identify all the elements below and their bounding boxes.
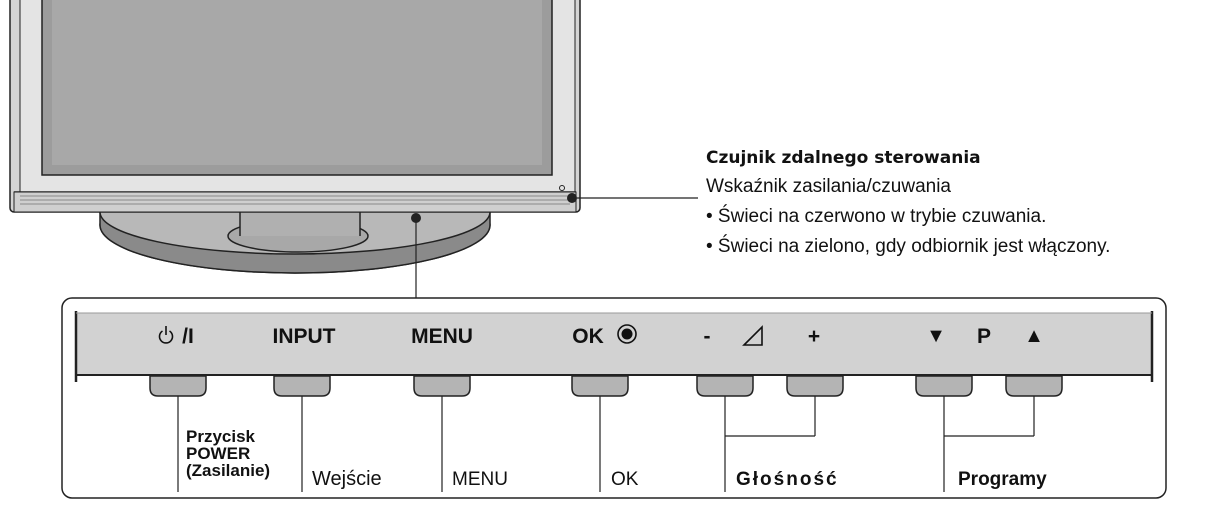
power-icon: [158, 326, 174, 344]
input-description: Wejście: [312, 468, 382, 490]
ok-button-label: OK: [572, 325, 604, 348]
program-p-label: P: [976, 325, 992, 348]
volume-plus-label: +: [807, 325, 821, 348]
volume-minus-label: -: [703, 325, 711, 348]
volume-down-button[interactable]: [696, 375, 754, 397]
program-up-button[interactable]: [1005, 375, 1063, 397]
power-description-line3: (Zasilanie): [186, 461, 271, 480]
program-down-button[interactable]: [915, 375, 973, 397]
ok-indicator-icon: [617, 324, 637, 344]
volume-icon: [742, 325, 763, 346]
power-description-line2: POWER: [186, 444, 251, 463]
button-strip: [76, 313, 1152, 375]
input-button-label: INPUT: [272, 325, 336, 348]
menu-description: MENU: [452, 469, 508, 490]
power-button-label: /I: [182, 325, 194, 348]
tv-body: [9, 0, 581, 223]
power-button[interactable]: [149, 375, 207, 397]
menu-button[interactable]: [413, 375, 471, 397]
volume-description: Głośność: [736, 469, 839, 490]
power-description-line1: Przycisk: [186, 427, 255, 446]
ok-button[interactable]: [571, 375, 629, 397]
on-note: • Świeci na zielono, gdy odbiornik jest …: [706, 236, 1111, 257]
remote-sensor-label: Czujnik zdalnego sterowania: [706, 148, 981, 168]
power-description: Przycisk POWER (Zasilanie): [186, 428, 270, 479]
button-connectors: [177, 396, 1035, 492]
standby-note: • Świeci na czerwono w trybie czuwania.: [706, 206, 1047, 227]
menu-button-label: MENU: [411, 325, 473, 348]
ok-description: OK: [611, 469, 639, 490]
program-up-label: ▲: [1024, 325, 1044, 347]
programs-description: Programy: [958, 469, 1047, 490]
program-down-label: ▼: [926, 325, 946, 347]
power-indicator-label: Wskaźnik zasilania/czuwania: [706, 176, 951, 197]
volume-up-button[interactable]: [786, 375, 844, 397]
input-button[interactable]: [273, 375, 331, 397]
